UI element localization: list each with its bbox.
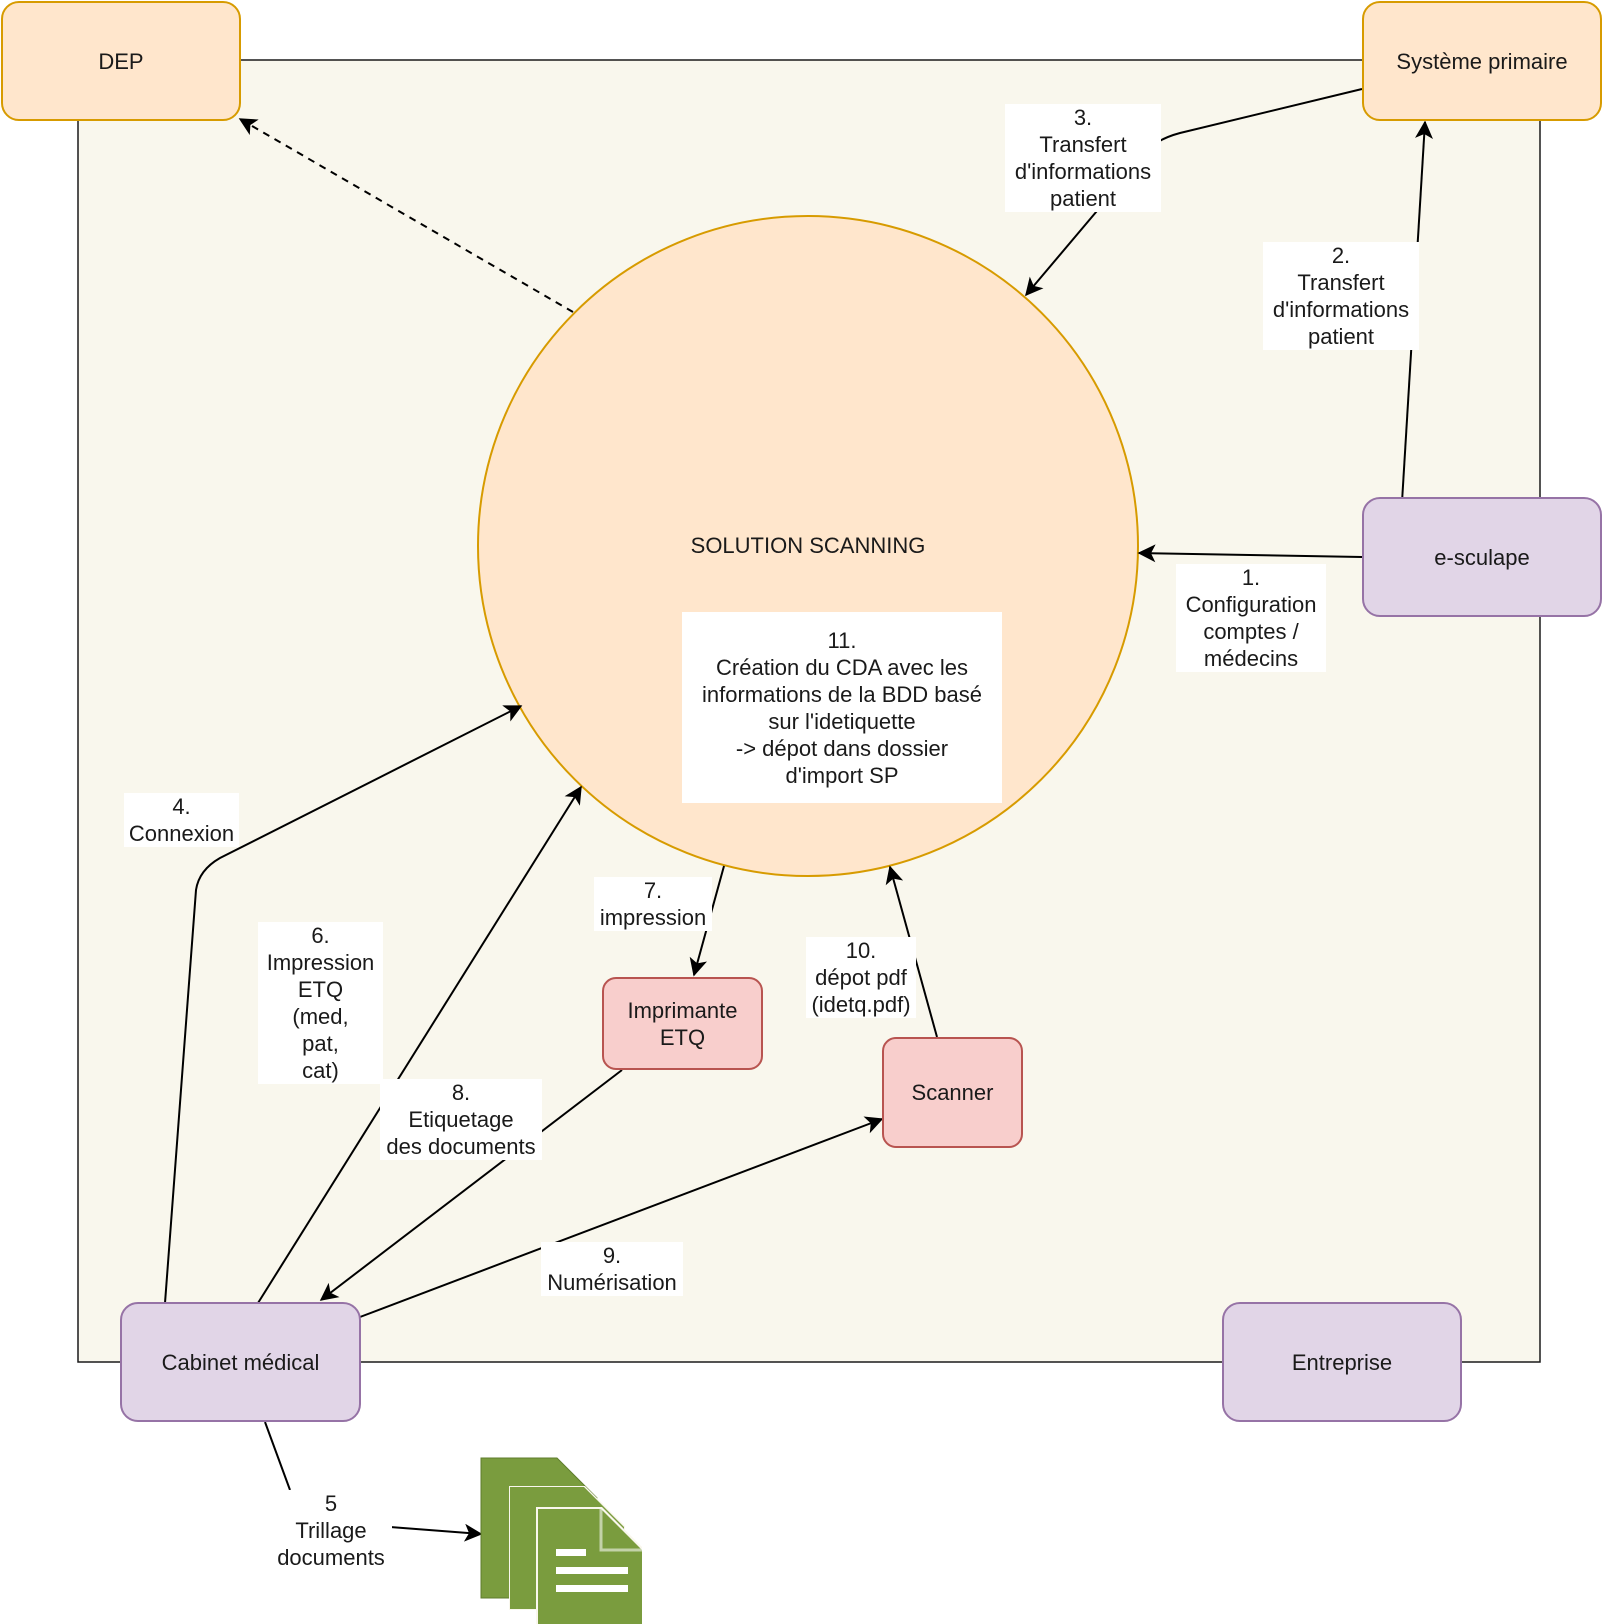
systeme-primaire-label: Système primaire xyxy=(1396,48,1568,74)
esculape-node[interactable]: e-sculape xyxy=(1362,497,1602,617)
edge-6-impression-etq xyxy=(257,785,582,1304)
dep-node[interactable]: DEP xyxy=(1,1,241,121)
edge-4-connexion xyxy=(164,705,523,1304)
step-7-label: 7. impression xyxy=(594,877,712,931)
imprimante-etq-node[interactable]: Imprimante ETQ xyxy=(602,977,763,1070)
step-2-label: 2. Transfert d'informations patient xyxy=(1263,242,1419,350)
edge-5-trillage xyxy=(264,1421,481,1534)
step-4-label: 4. Connexion xyxy=(124,793,239,847)
step-8-label: 8. Etiquetage des documents xyxy=(380,1079,542,1160)
imprimante-etq-label: Imprimante ETQ xyxy=(627,997,738,1050)
cabinet-medical-label: Cabinet médical xyxy=(161,1349,320,1375)
edge-1-configuration xyxy=(1137,544,1363,563)
documents-icon xyxy=(480,1457,642,1624)
step-6-label: 6. Impression ETQ (med, pat, cat) xyxy=(258,922,383,1084)
edge-8-etiquetage xyxy=(319,1069,623,1301)
scanner-label: Scanner xyxy=(911,1080,994,1105)
step-1-label: 1. Configuration comptes / médecins xyxy=(1176,564,1326,672)
systeme-primaire-node[interactable]: Système primaire xyxy=(1362,1,1602,121)
cabinet-medical-node[interactable]: Cabinet médical xyxy=(120,1302,361,1422)
step-9-label: 9. Numérisation xyxy=(541,1242,683,1296)
step-10-label: 10. dépot pdf (idetq.pdf) xyxy=(806,937,916,1018)
step-11-label: 11. Création du CDA avec les information… xyxy=(682,612,1002,803)
solution-scanning-title: SOLUTION SCANNING xyxy=(690,533,926,558)
esculape-label: e-sculape xyxy=(1434,544,1530,570)
step-5-label: 5 Trillage documents xyxy=(270,1490,392,1571)
entreprise-label: Entreprise xyxy=(1291,1349,1393,1375)
dep-label: DEP xyxy=(98,48,144,74)
edge-9-numerisation xyxy=(359,1116,884,1318)
step-3-label: 3. Transfert d'informations patient xyxy=(1005,104,1161,212)
entreprise-node[interactable]: Entreprise xyxy=(1222,1302,1462,1422)
scanner-node[interactable]: Scanner xyxy=(882,1037,1023,1148)
